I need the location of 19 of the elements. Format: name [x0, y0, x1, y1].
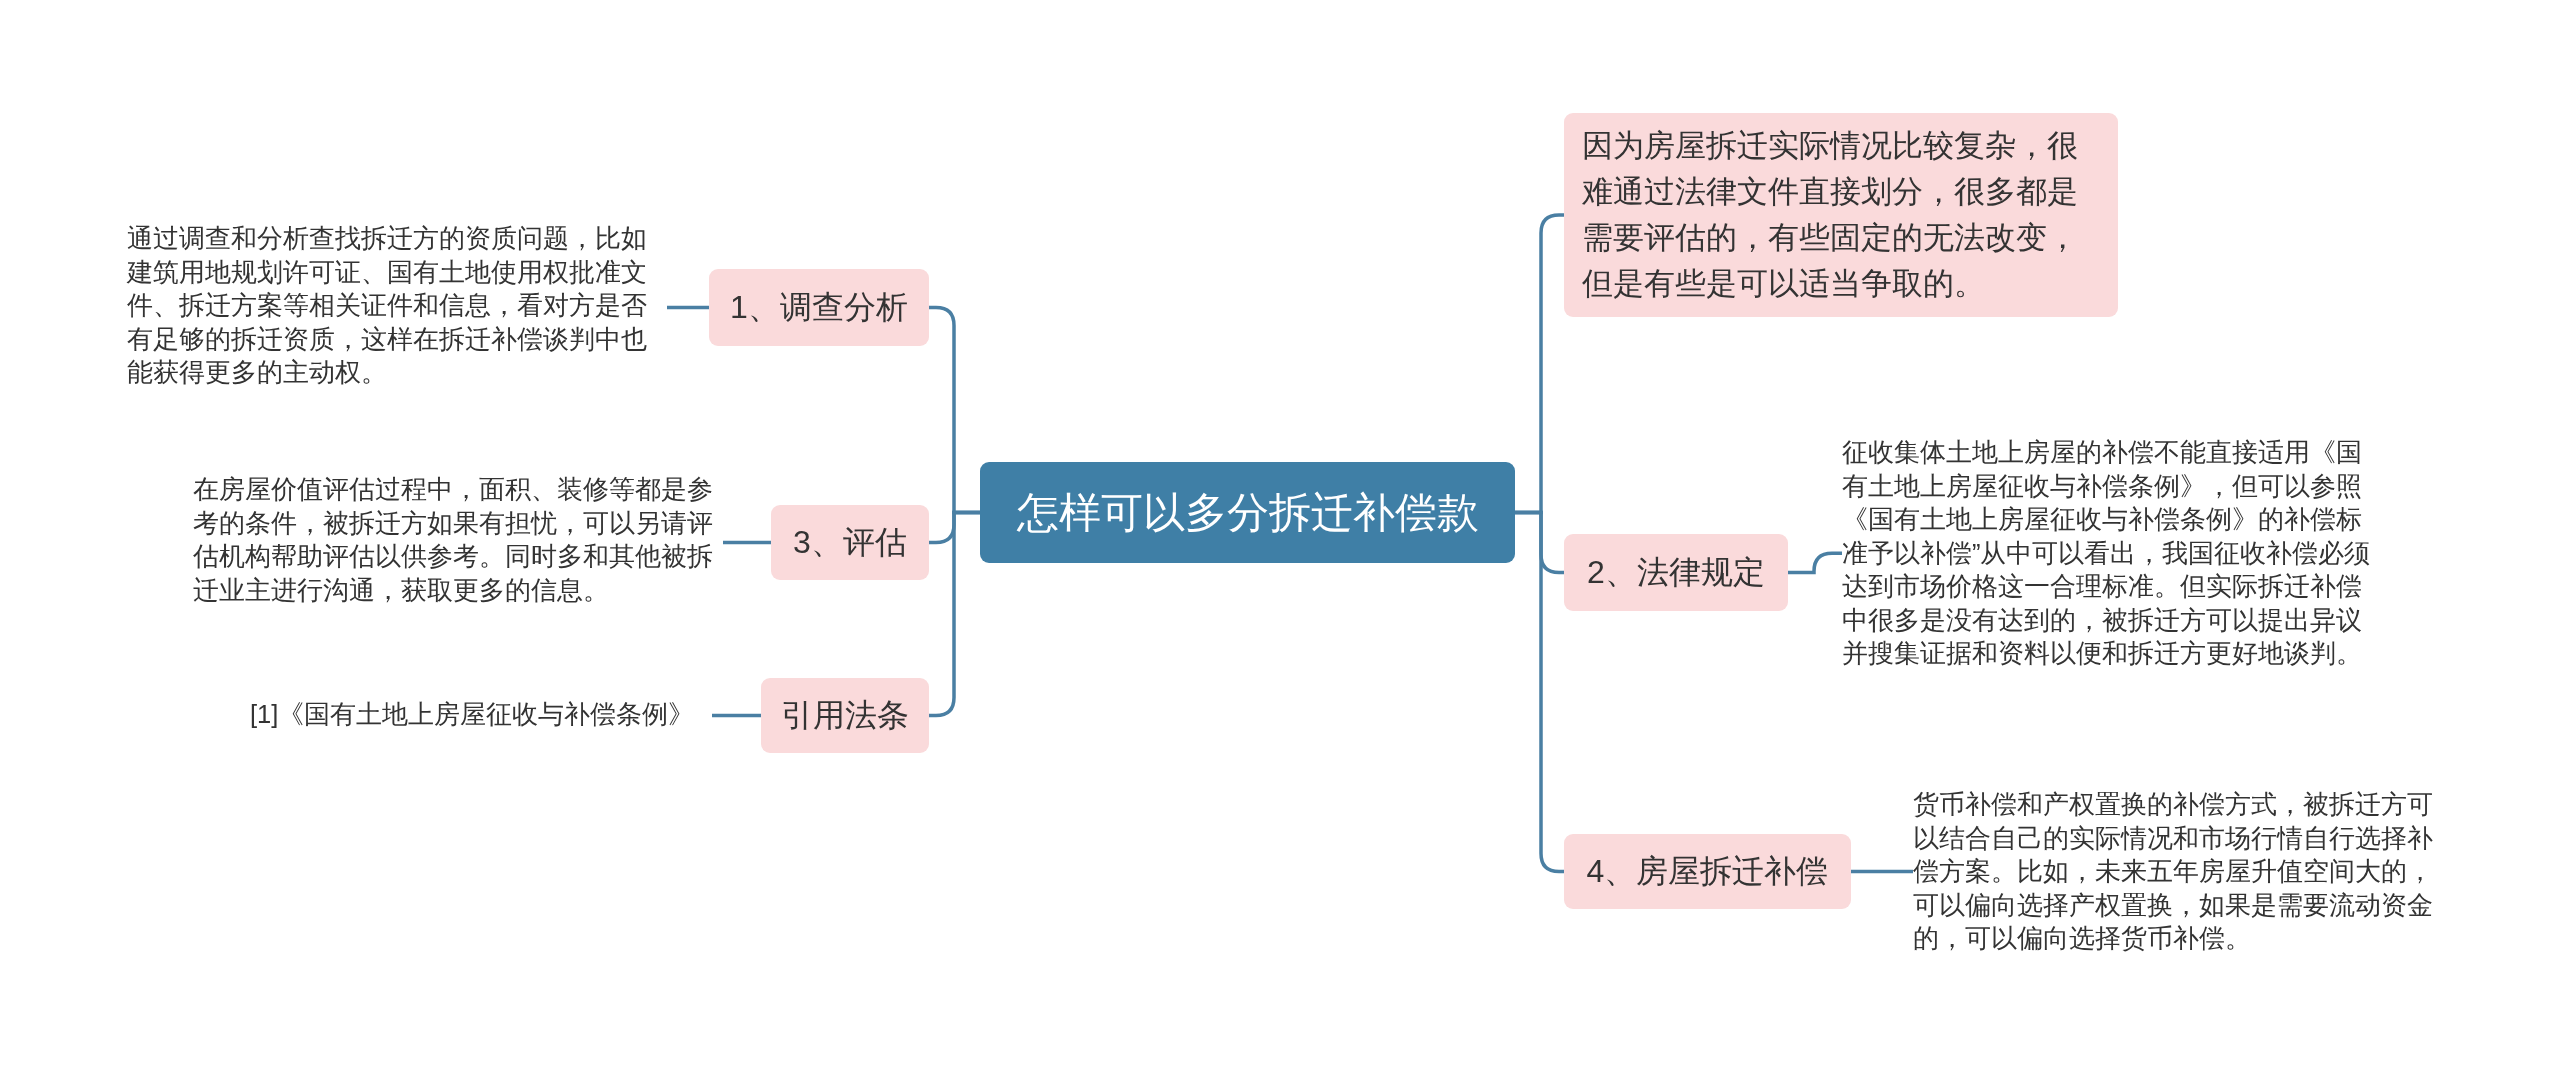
note-text: 通过调查和分析查找拆迁方的资质问题，比如建筑用地规划许可证、国有土地使用权批准文件、拆迁方案等相关证件和信息，看对方是否有足够的拆迁资质，这样在拆迁补偿谈判中也能获得更多的主动权。: [127, 222, 667, 390]
connector-line: [1788, 551, 1842, 575]
branch-box: 2、法律规定: [1564, 534, 1788, 611]
connector-line: [667, 305, 709, 310]
branch-box: 4、房屋拆迁补偿: [1564, 834, 1851, 909]
connector-line: [712, 713, 761, 718]
connector-line: [1515, 510, 1564, 874]
connector-line: [929, 510, 980, 718]
note-text: 征收集体土地上房屋的补偿不能直接适用《国有土地上房屋征收与补偿条例》，但可以参照《国有土地上房屋征收与补偿条例》的补偿标准予以补偿”从中可以看出，我国征收补偿必须达到市场价格这一合理标准。但实际拆迁补偿中很多是没有达到的，被拆迁方可以提出异议并搜集证据和资料以便和拆迁方更好地谈判。: [1842, 436, 2382, 671]
topic-box: 怎样可以多分拆迁补偿款: [980, 462, 1515, 563]
note-text: 在房屋价值评估过程中，面积、装修等都是参考的条件，被拆迁方如果有担忧，可以另请评估机构帮助评估以供参考。同时多和其他被拆迁业主进行沟通，获取更多的信息。: [193, 473, 723, 607]
branch-box: 引用法条: [761, 678, 929, 753]
note-text: [1]《国有土地上房屋征收与补偿条例》: [250, 698, 712, 732]
note-text: 货币补偿和产权置换的补偿方式，被拆迁方可以结合自己的实际情况和市场行情自行选择补偿方案。比如，未来五年房屋升值空间大的，可以偏向选择产权置换，如果是需要流动资金的，可以偏向选择货币补偿。: [1913, 788, 2458, 956]
note-box: 因为房屋拆迁实际情况比较复杂，很难通过法律文件直接划分，很多都是需要评估的，有些固定的无法改变，但是有些是可以适当争取的。: [1564, 113, 2118, 317]
connector-line: [723, 540, 771, 545]
branch-box: 3、评估: [771, 505, 929, 580]
branch-box: 1、调查分析: [709, 269, 929, 346]
connector-line: [1851, 869, 1913, 874]
